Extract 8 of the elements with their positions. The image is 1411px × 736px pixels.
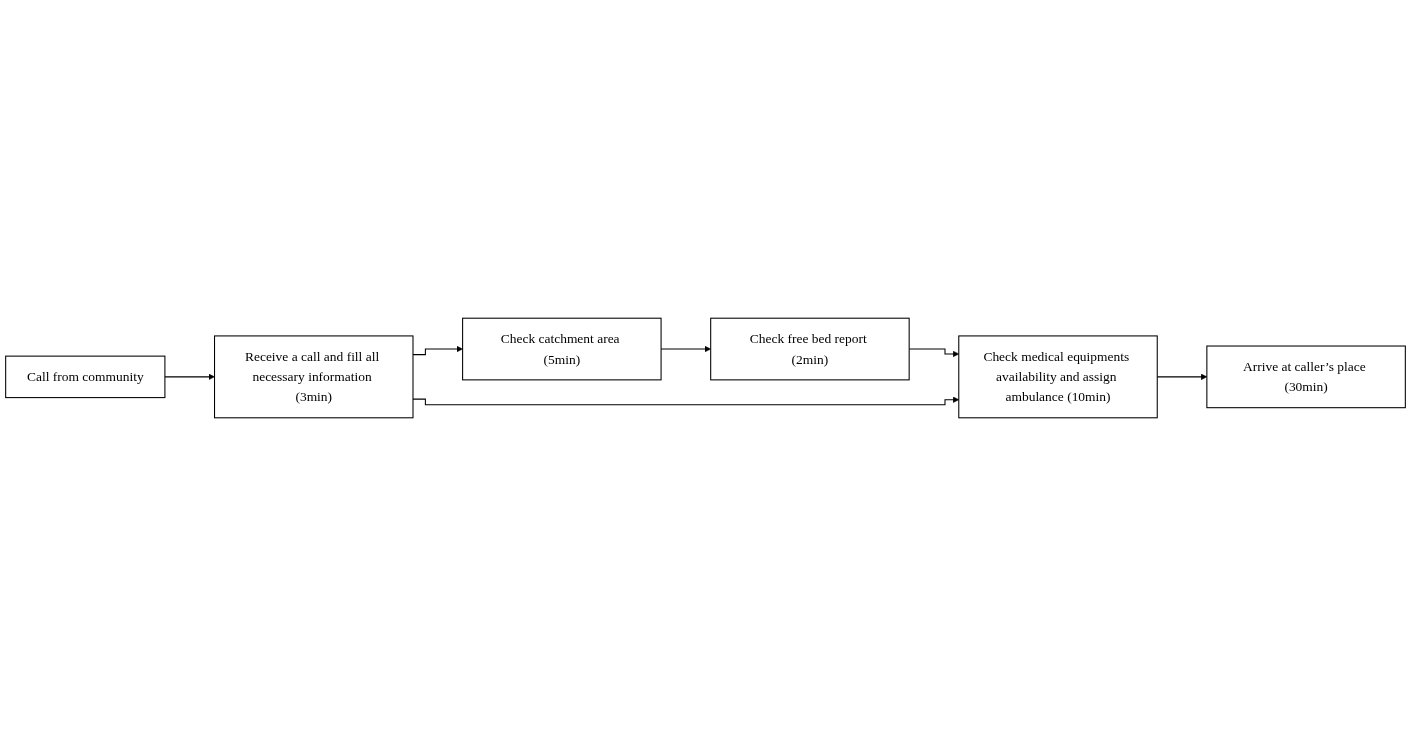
arrow xyxy=(412,345,463,356)
node-box: Check free bed report (2min) xyxy=(710,317,910,381)
node-box: Call from community xyxy=(5,355,166,399)
node-box: Check catchment area (5min) xyxy=(462,317,662,381)
node-box: Check medical equipments availability and assign ambulance (10min) xyxy=(958,335,1158,419)
node-box: Receive a call and fill all necessary information (3min) xyxy=(214,335,414,419)
arrow xyxy=(164,373,215,380)
node-box: Arrive at caller’s place (30min) xyxy=(1206,345,1406,409)
